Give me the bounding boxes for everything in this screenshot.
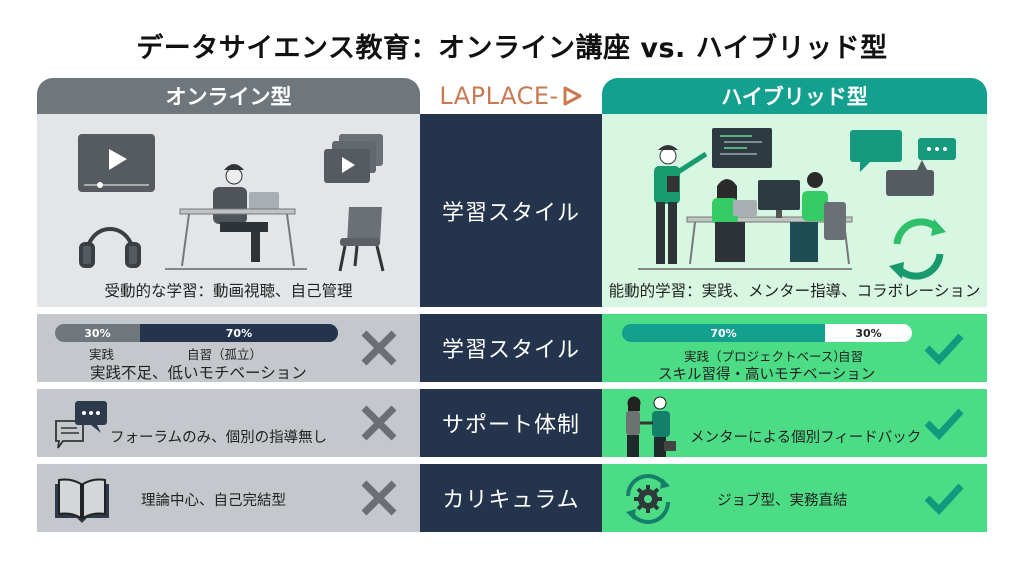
open-book-icon [55, 478, 109, 523]
hybrid-curriculum-row: ジョブ型、実務直結 [602, 464, 987, 532]
hybrid-ratio-bar: 70% 30% [622, 324, 912, 342]
hybrid-support-text: メンターによる個別フィードバック [690, 430, 922, 446]
cross-icon [361, 405, 397, 441]
logo-text: LAPLACE- [439, 82, 559, 110]
hybrid-practice-ratio-row: 70% 30% 実践（プロジェクトベース） 自習 スキル習得・高いモチベーション [602, 314, 987, 383]
check-icon [924, 408, 964, 440]
hybrid-curriculum-text: ジョブ型、実務直結 [717, 493, 848, 509]
category-learning-style: 学習スタイル [420, 114, 602, 307]
hybrid-practice-segment: 70% [622, 324, 825, 342]
code-screen-icon [712, 128, 772, 168]
hybrid-practice-sublabel: 実践（プロジェクトベース） [684, 349, 846, 364]
page-title: データサイエンス教育：オンライン講座 vs. ハイブリッド型 [136, 33, 888, 64]
online-support-row: フォーラムのみ、個別の指導無し [37, 389, 420, 457]
online-practice-segment: 30% [55, 324, 140, 342]
cross-icon [361, 330, 397, 366]
person-laptop-desk-icon [165, 164, 307, 270]
headphones-icon [79, 227, 141, 268]
hybrid-support-row: メンターによる個別フィードバック [602, 389, 987, 457]
hybrid-self-study-segment: 30% [825, 324, 912, 342]
category-learning-style-ratio: 学習スタイル [420, 314, 602, 382]
online-learning-style-caption: 受動的な学習：動画視聴、自己管理 [104, 282, 353, 300]
team-collaboration-icon [686, 172, 853, 265]
mentor-pointing-icon [654, 145, 708, 264]
online-support-text: フォーラムのみ、個別の指導無し [110, 430, 328, 446]
online-curriculum-row: 理論中心、自己完結型 [37, 464, 420, 532]
handshake-icon [626, 396, 676, 457]
hybrid-learning-style-illustration: 能動的学習：実践、メンター指導、コラボレーション [602, 114, 987, 307]
chat-bubbles-icon [850, 130, 956, 196]
video-stack-icon [324, 134, 383, 183]
online-learning-style-illustration: 受動的な学習：動画視聴、自己管理 [37, 114, 420, 307]
gear-cycle-icon [626, 474, 670, 524]
online-curriculum-text: 理論中心、自己完結型 [141, 493, 286, 509]
hybrid-column-header: ハイブリッド型 [602, 78, 987, 114]
video-player-icon [78, 134, 155, 192]
laplace-logo: LAPLACE- [420, 78, 602, 114]
forum-chat-icon [55, 401, 107, 449]
check-icon [924, 333, 964, 365]
online-self-study-sublabel: 自習（孤立） [187, 347, 263, 362]
empty-chair-icon [338, 207, 385, 272]
check-icon [924, 483, 964, 515]
online-practice-summary: 実践不足、低いモチベーション [90, 364, 307, 382]
online-ratio-bar: 30% 70% [55, 324, 338, 342]
category-curriculum: カリキュラム [420, 464, 602, 532]
category-support: サポート体制 [420, 389, 602, 457]
hybrid-practice-summary: スキル習得・高いモチベーション [658, 367, 876, 383]
cycle-arrows-icon [889, 218, 946, 280]
play-triangle-icon [563, 86, 582, 106]
online-practice-sublabel: 実践 [89, 347, 115, 362]
hybrid-self-study-sublabel: 自習 [838, 349, 864, 364]
online-practice-ratio-row: 30% 70% 実践 自習（孤立） 実践不足、低いモチベーション [37, 314, 420, 382]
hybrid-learning-style-caption: 能動的学習：実践、メンター指導、コラボレーション [608, 282, 981, 300]
cross-icon [361, 480, 397, 516]
online-column-header: オンライン型 [37, 78, 420, 114]
online-self-study-segment: 70% [139, 324, 338, 342]
